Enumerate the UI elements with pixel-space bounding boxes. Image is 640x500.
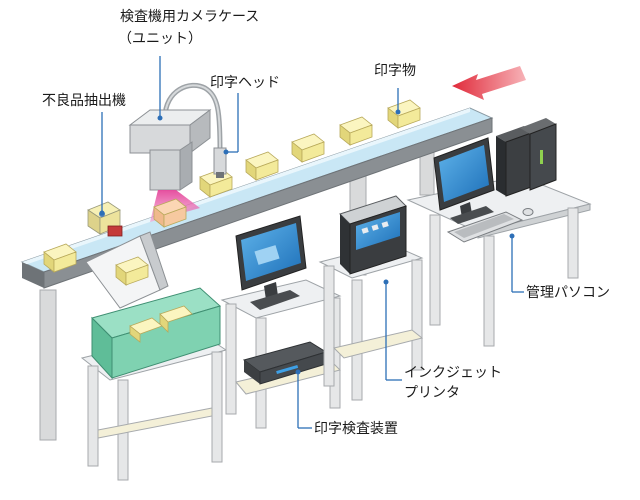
label-print-inspection-device: 印字検査装置: [314, 421, 398, 437]
label-management-pc: 管理パソコン: [526, 285, 610, 301]
label-reject-unit: 不良品抽出機: [42, 93, 126, 109]
inspection-device: [242, 341, 328, 385]
reject-chute: [85, 231, 169, 309]
products-on-conveyor: [43, 99, 421, 273]
product-box: [387, 99, 421, 129]
conveyor: [20, 107, 494, 289]
reject-bin: [91, 287, 221, 380]
product-box: [245, 151, 279, 181]
conveyor-legs: [39, 134, 435, 441]
keyboard-icon: [446, 211, 524, 243]
label-printed-item: 印字物: [374, 63, 416, 79]
arrow-left-icon: [452, 66, 526, 100]
mouse-icon: [522, 208, 534, 216]
pc-desk: [406, 175, 592, 347]
leader-lines: [101, 56, 524, 429]
product-box: [43, 243, 77, 273]
pc-monitor-icon: [433, 137, 495, 224]
product-box: [291, 133, 325, 163]
camera-case-unit: [128, 82, 227, 191]
label-print-head: 印字ヘッド: [210, 75, 280, 91]
inspected-product: [153, 198, 187, 228]
product-box: [339, 116, 373, 146]
label-camera-case: 検査機用カメラケース: [120, 9, 260, 25]
leader-dots: [99, 109, 515, 375]
monitor-icon: [235, 215, 307, 310]
label-inkjet-printer-1: インクジェット: [404, 365, 502, 381]
reject-unit: [87, 201, 123, 237]
printer-icon: [339, 195, 407, 275]
label-camera-case-sub: （ユニット）: [118, 31, 202, 47]
pc-tower-icon: [496, 118, 557, 197]
label-inkjet-printer-2: プリンタ: [404, 385, 460, 401]
